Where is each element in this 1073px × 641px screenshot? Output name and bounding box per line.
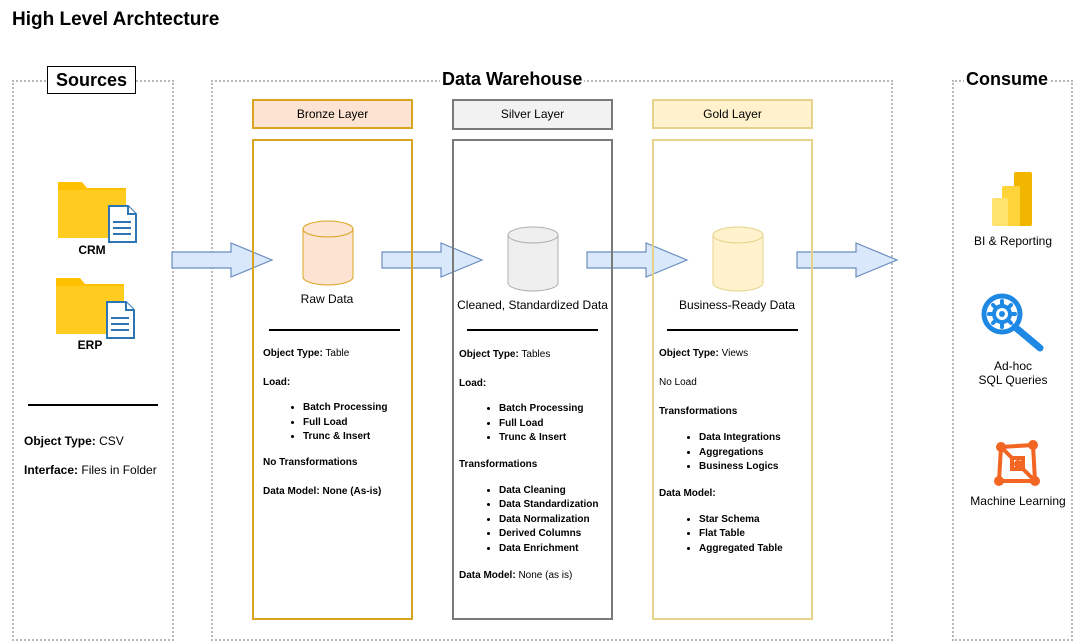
bronze-details: Object Type: Table Load: Batch Processin…	[263, 347, 408, 499]
silver-load-list: Batch Processing Full Load Trunc & Inser…	[459, 402, 609, 446]
document-icon	[108, 205, 137, 243]
gold-layer-header: Gold Layer	[652, 99, 813, 129]
bronze-object-type-value: Table	[322, 348, 350, 359]
adhoc-sql-label: Ad-hoc SQL Queries	[958, 359, 1068, 387]
list-item: Aggregations	[699, 446, 809, 461]
erp-folder-icon	[56, 278, 135, 339]
silver-transformation-list: Data Cleaning Data Standardization Data …	[459, 484, 609, 557]
database-icon	[712, 226, 764, 292]
gold-layer-box	[652, 139, 813, 620]
sources-object-type-value: CSV	[95, 434, 124, 448]
list-item: Trunc & Insert	[303, 430, 408, 445]
gold-transformations-label: Transformations	[659, 406, 738, 417]
sources-group	[12, 80, 174, 641]
list-item: Data Integrations	[699, 431, 809, 446]
silver-divider	[467, 329, 598, 331]
erp-label: ERP	[77, 338, 103, 352]
database-icon	[302, 220, 354, 286]
silver-data-model-label: Data Model:	[459, 570, 516, 581]
crm-folder-icon	[58, 182, 137, 243]
gold-caption: Business-Ready Data	[678, 298, 796, 312]
bronze-divider	[269, 329, 400, 331]
bronze-layer-header: Bronze Layer	[252, 99, 413, 129]
silver-object-type-value: Tables	[518, 349, 551, 360]
gold-divider	[667, 329, 798, 331]
page-title: High Level Archtecture	[12, 9, 220, 30]
list-item: Data Cleaning	[499, 484, 609, 499]
gold-details: Object Type: Views No Load Transformatio…	[659, 347, 809, 556]
bronze-object-type-label: Object Type:	[263, 348, 323, 359]
consume-group-label: Consume	[964, 68, 1051, 90]
list-item: Derived Columns	[499, 527, 609, 542]
database-icon	[507, 226, 559, 292]
machine-learning-label: Machine Learning	[970, 494, 1066, 508]
list-item: Full Load	[303, 416, 408, 431]
silver-transformations-label: Transformations	[459, 458, 538, 470]
list-item: Business Logics	[699, 460, 809, 475]
crm-label: CRM	[78, 243, 106, 257]
list-item: Aggregated Table	[699, 542, 809, 557]
silver-layer-header: Silver Layer	[452, 99, 613, 130]
sources-label-text: Sources	[56, 70, 128, 90]
list-item: Trunc & Insert	[499, 431, 609, 446]
adhoc-label-line1: Ad-hoc	[993, 359, 1033, 373]
silver-data-model: Data Model: None (as is)	[459, 569, 609, 583]
bronze-load-label: Load:	[263, 377, 291, 388]
gold-data-model-label: Data Model:	[659, 487, 716, 499]
gold-object-type-value: Views	[718, 348, 749, 359]
bronze-caption: Raw Data	[300, 292, 354, 306]
silver-object-type: Object Type: Tables	[459, 348, 609, 362]
sources-interface-label: Interface:	[24, 463, 79, 477]
silver-object-type-label: Object Type:	[459, 349, 519, 360]
list-item: Batch Processing	[499, 402, 609, 417]
network-icon	[994, 440, 1040, 486]
adhoc-label-line2: SQL Queries	[978, 373, 1048, 387]
sources-group-label: Sources	[47, 66, 137, 94]
gold-object-type: Object Type: Views	[659, 347, 809, 361]
arrow-right-icon	[586, 242, 689, 278]
bronze-load-list: Batch Processing Full Load Trunc & Inser…	[263, 401, 408, 445]
gold-load: No Load	[659, 377, 697, 388]
list-item: Flat Table	[699, 527, 809, 542]
document-icon	[106, 301, 135, 339]
bar-chart-icon	[992, 172, 1032, 226]
bronze-data-model: Data Model: None (As-is)	[263, 485, 382, 497]
sources-object-type: Object Type: CSV	[24, 434, 124, 448]
list-item: Batch Processing	[303, 401, 408, 416]
list-item: Data Standardization	[499, 498, 609, 513]
silver-caption: Cleaned, Standardized Data	[457, 298, 608, 312]
sources-interface: Interface: Files in Folder	[24, 463, 157, 477]
arrow-right-icon	[796, 242, 899, 278]
warehouse-group-label: Data Warehouse	[440, 68, 585, 90]
bronze-layer-box	[252, 139, 413, 620]
list-item: Star Schema	[699, 513, 809, 528]
bronze-object-type: Object Type: Table	[263, 347, 408, 361]
bronze-transformations: No Transformations	[263, 456, 358, 468]
magnifier-gear-icon	[981, 293, 1044, 352]
list-item: Data Normalization	[499, 513, 609, 528]
silver-layer-box	[452, 139, 613, 620]
sources-interface-value: Files in Folder	[78, 463, 157, 477]
silver-load-label: Load:	[459, 378, 487, 389]
sources-divider	[28, 404, 158, 406]
silver-data-model-value: None (as is)	[515, 570, 573, 581]
gold-object-type-label: Object Type:	[659, 348, 719, 359]
gold-data-model-list: Star Schema Flat Table Aggregated Table	[659, 513, 809, 557]
arrow-right-icon	[381, 242, 484, 278]
list-item: Data Enrichment	[499, 542, 609, 557]
bi-reporting-label: BI & Reporting	[973, 234, 1053, 248]
arrow-right-icon	[171, 242, 274, 278]
gold-transformation-list: Data Integrations Aggregations Business …	[659, 431, 809, 475]
silver-details: Object Type: Tables Load: Batch Processi…	[459, 348, 609, 583]
sources-object-type-label: Object Type:	[24, 434, 96, 448]
list-item: Full Load	[499, 417, 609, 432]
